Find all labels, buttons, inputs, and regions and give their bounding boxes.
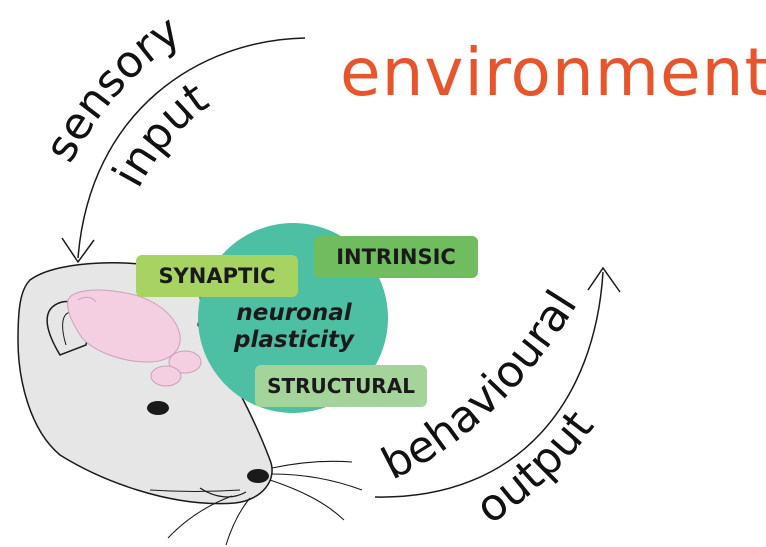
- neuronal-label: neuronal: [236, 300, 352, 326]
- plasticity-label: plasticity: [234, 327, 354, 353]
- sensory-input-arrow: [61, 37, 306, 264]
- rat-whiskers: [149, 460, 363, 546]
- structural-badge: STRUCTURAL: [255, 365, 427, 407]
- brain: [67, 289, 202, 387]
- intrinsic-badge: INTRINSIC: [314, 236, 478, 278]
- environment-label: environment: [340, 34, 766, 111]
- rat-nose: [247, 469, 269, 483]
- rat-eye: [147, 401, 169, 415]
- synaptic-badge: SYNAPTIC: [136, 255, 298, 297]
- behavioural-output-arrow: [374, 266, 621, 498]
- neuronal-plasticity-label: neuronal plasticity: [214, 300, 374, 354]
